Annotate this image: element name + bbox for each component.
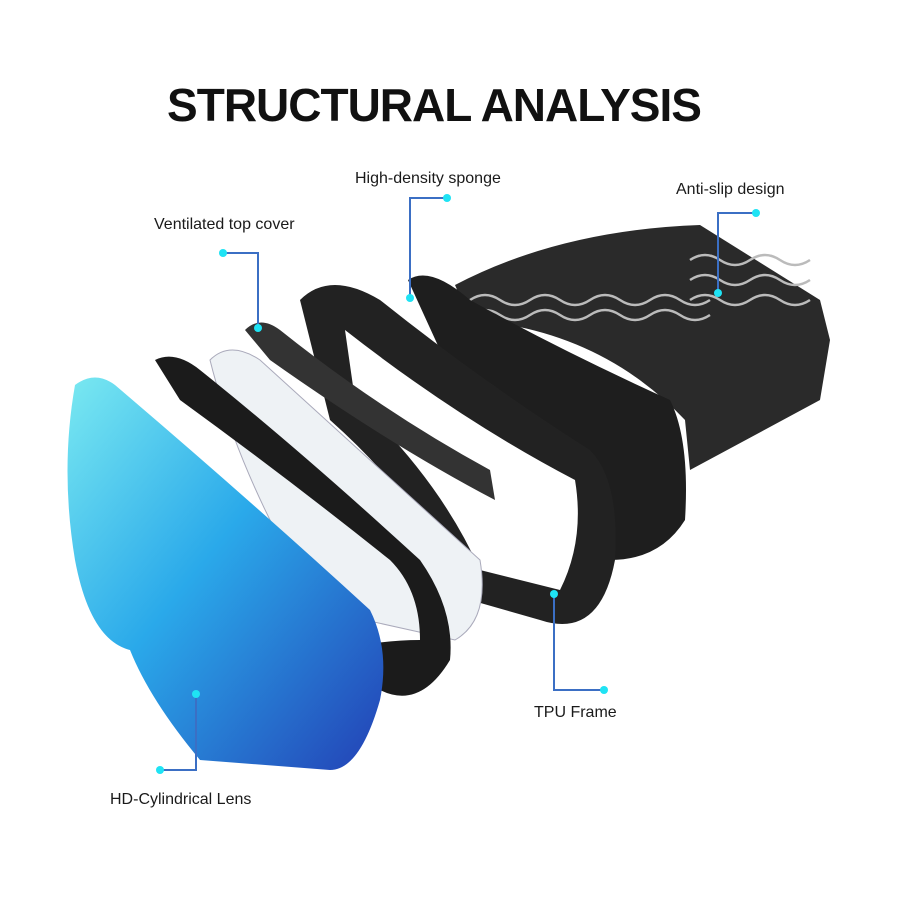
- callout-dot: [714, 289, 722, 297]
- label-anti-slip-design: Anti-slip design: [676, 181, 785, 198]
- label-high-density-sponge: High-density sponge: [355, 170, 501, 187]
- callout-line-ventilated: [223, 252, 259, 328]
- callout-line-sponge: [409, 197, 447, 298]
- hd-cylindrical-lens: [67, 377, 384, 770]
- callout-line-antislip: [717, 212, 756, 293]
- callout-dot: [156, 766, 164, 774]
- callout-dot: [192, 690, 200, 698]
- page-title: STRUCTURAL ANALYSIS: [167, 79, 702, 131]
- label-hd-cylindrical-lens: HD-Cylindrical Lens: [110, 791, 252, 808]
- callout-line-lens: [160, 694, 197, 771]
- callout-dot: [443, 194, 451, 202]
- lens-frame: [155, 356, 451, 696]
- sponge: [408, 275, 686, 560]
- callout-dot: [219, 249, 227, 257]
- callout-dot: [254, 324, 262, 332]
- label-ventilated-top-cover: Ventilated top cover: [154, 216, 295, 233]
- callout-dot: [600, 686, 608, 694]
- callout-dot: [406, 294, 414, 302]
- vented-cover: [245, 322, 495, 500]
- callout-dot: [550, 590, 558, 598]
- strap: [455, 225, 830, 470]
- callout-line-tpu: [553, 594, 604, 691]
- callout-dot: [752, 209, 760, 217]
- label-tpu-frame: TPU Frame: [534, 704, 617, 721]
- anti-slip-pattern: [469, 253, 811, 322]
